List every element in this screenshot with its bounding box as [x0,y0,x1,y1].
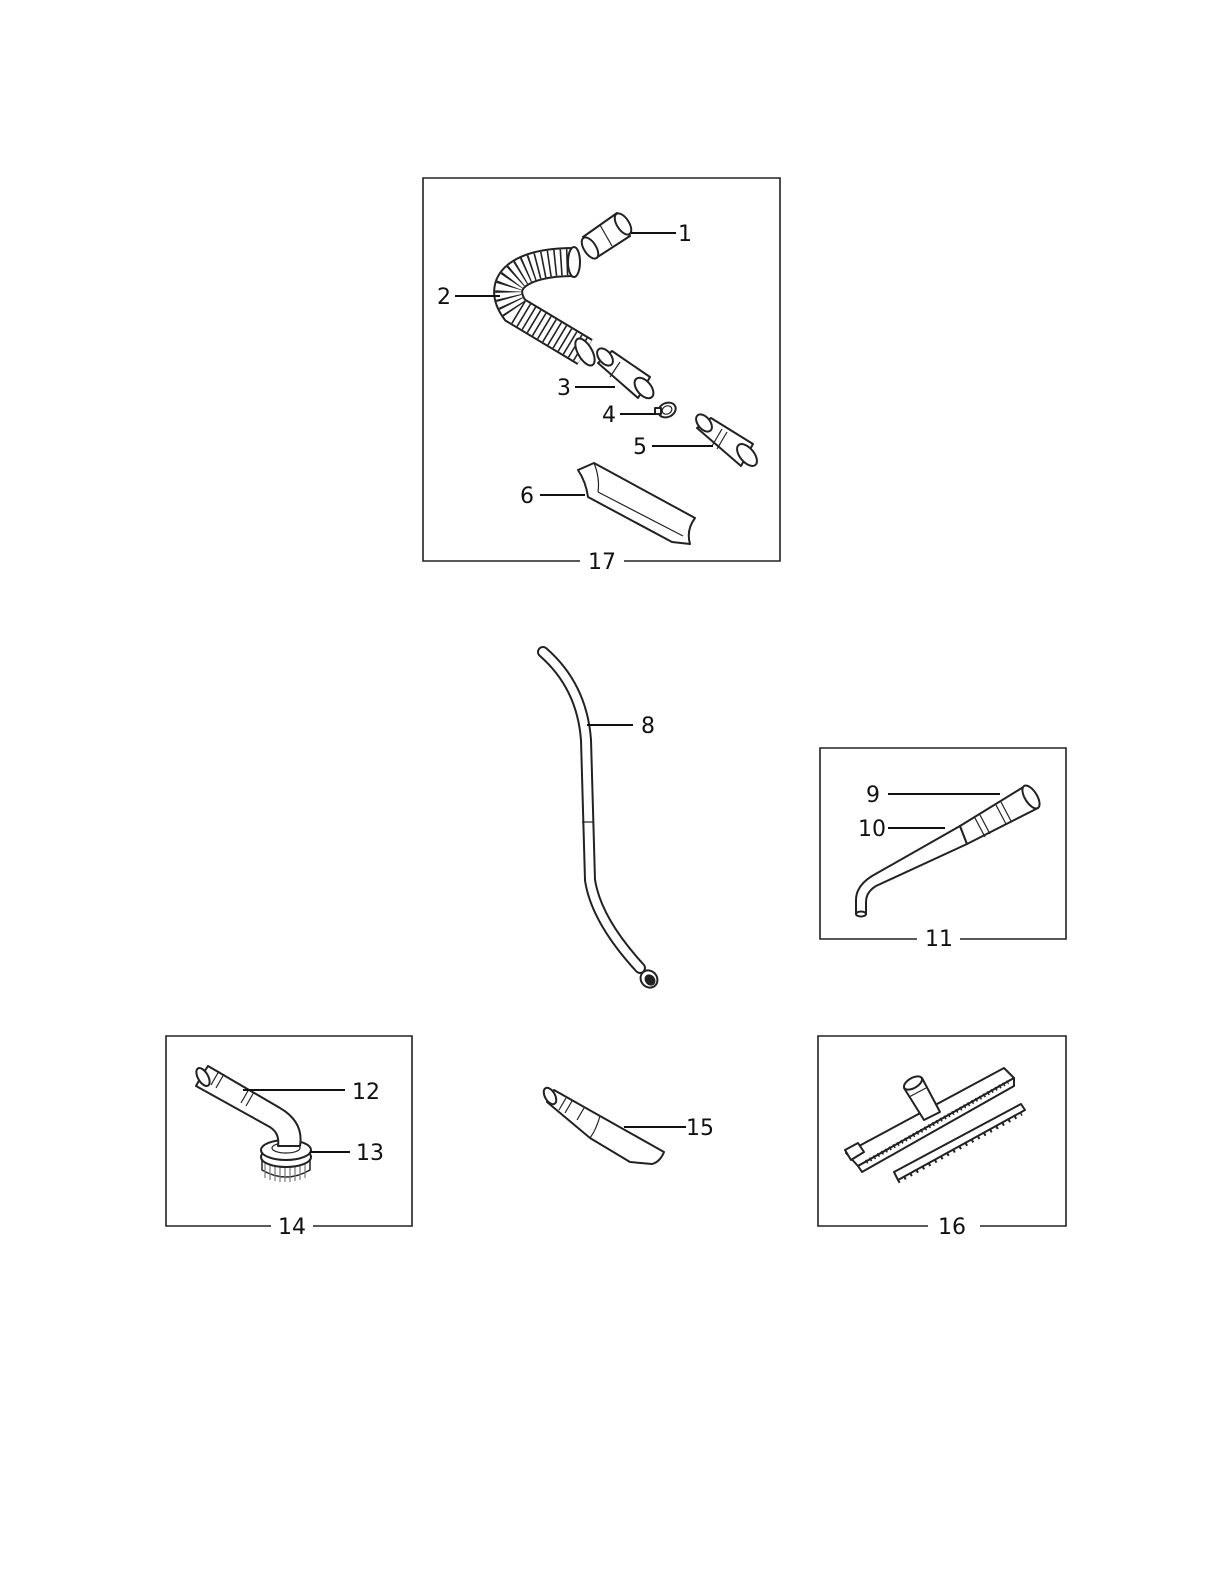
label-12: 12 [352,1080,380,1105]
label-9: 9 [866,783,880,808]
hose-cuff-icon [693,411,761,469]
label-16: 16 [938,1215,966,1240]
label-6: 6 [520,484,534,509]
label-14: 14 [278,1215,306,1240]
hose-clamp-icon [655,400,678,420]
label-15: 15 [686,1116,714,1141]
label-10: 10 [858,817,886,842]
extension-wand-icon [543,652,661,991]
floor-squeegee-icon [845,1068,1025,1182]
nozzle-cuff-icon [960,783,1043,844]
label-3: 3 [557,376,571,401]
label-17: 17 [588,550,616,575]
flexible-hose-icon [508,247,598,368]
hose-cuff-icon [594,345,657,401]
hose-kit-group: 17 1 2 3 [423,178,780,575]
label-2: 2 [437,285,451,310]
label-11: 11 [925,927,953,952]
floor-squeegee-frame [818,1036,1066,1226]
crevice-tool-icon [541,1086,664,1164]
bent-nozzle-group: 11 9 10 [820,748,1066,952]
label-13: 13 [356,1141,384,1166]
hose-cuff-icon [578,211,634,262]
label-8: 8 [641,714,655,739]
hose-holder-icon [578,463,695,544]
round-brush-group: 14 12 13 [166,1036,412,1240]
label-5: 5 [633,435,647,460]
label-1: 1 [678,222,692,247]
floor-squeegee-group: 16 [818,1036,1066,1240]
brush-neck-icon [194,1066,301,1146]
label-4: 4 [602,403,616,428]
